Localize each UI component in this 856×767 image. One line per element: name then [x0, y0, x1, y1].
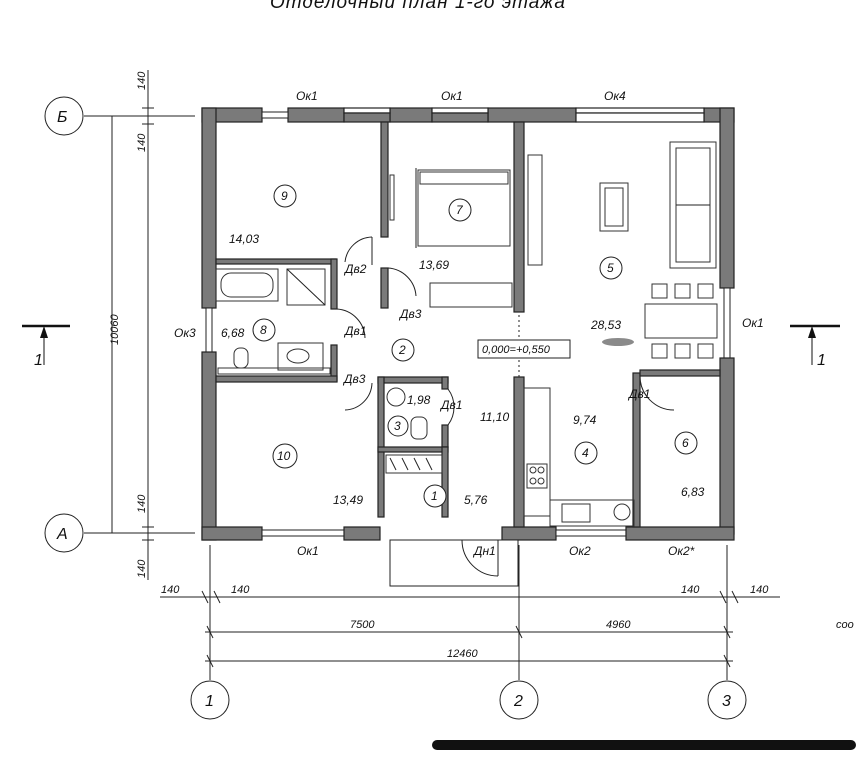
room-6-number: 6: [674, 431, 698, 455]
svg-text:3: 3: [394, 419, 401, 433]
svg-text:Б: Б: [57, 109, 67, 126]
svg-text:140: 140: [750, 584, 769, 596]
room-7-number: 7: [448, 198, 472, 222]
door-dv1-bath: Дв1: [343, 324, 366, 338]
svg-text:3: 3: [722, 693, 731, 710]
room-4-number: 4: [574, 441, 598, 465]
window-labels: Ок1 Ок1 Ок4 Ок3 Ок1 Ок1 Ок2 Ок2*: [174, 89, 764, 558]
svg-text:1: 1: [34, 352, 43, 369]
svg-text:140: 140: [136, 133, 148, 152]
svg-text:1: 1: [205, 693, 214, 710]
door-dv1-room6: Дв1: [627, 387, 650, 401]
room-areas: 14,03 13,69 28,53 6,68 11,10 1,98 13,49 …: [221, 232, 705, 507]
door-dv2: Дв2: [343, 262, 367, 276]
plan-title: Отделочный план 1-го этажа: [270, 0, 566, 13]
window-ok1-bottom: Ок1: [297, 544, 319, 558]
exterior-walls: [201, 107, 735, 541]
axis-bubble-a: А: [44, 513, 84, 553]
door-dv3-hall: Дв3: [342, 372, 366, 386]
svg-text:7500: 7500: [350, 619, 375, 631]
bottom-dimension-chain: 140 140 140 140 7500 4960 12460 соо: [160, 584, 854, 668]
svg-text:140: 140: [136, 494, 148, 513]
entrance-porch: [389, 539, 519, 587]
door-dv3-bedroom: Дв3: [398, 307, 422, 321]
left-dimension-chain: 140 140 10060 140 140: [106, 70, 154, 580]
room-2-number: 2: [391, 338, 415, 362]
side-note: соо: [836, 619, 854, 631]
room-9-number: 9: [273, 184, 297, 208]
interior-walls: [215, 121, 721, 528]
svg-text:10060: 10060: [109, 314, 121, 345]
door-dn1: Дн1: [472, 544, 496, 558]
room-2-area: 11,10: [480, 410, 509, 424]
svg-text:4: 4: [582, 446, 589, 460]
svg-text:9: 9: [281, 189, 288, 203]
door-labels: Дв2 Дв1 Дв3 Дв3 Дв1 Дв1 Дн1: [342, 262, 650, 558]
room-5-number: 5: [599, 256, 623, 280]
window-ok4-top: Ок4: [604, 89, 626, 103]
svg-text:7: 7: [456, 203, 464, 217]
axis-bubble-2: 2: [499, 680, 539, 720]
room-10-number: 10: [272, 443, 298, 469]
room-1-area: 5,76: [464, 493, 488, 507]
svg-text:2: 2: [513, 693, 523, 710]
room-4-area: 9,74: [573, 413, 597, 427]
room-9-area: 14,03: [229, 232, 259, 246]
svg-text:140: 140: [136, 559, 148, 578]
level-mark: 0,000=+0,550: [482, 344, 551, 356]
svg-text:2: 2: [398, 343, 406, 357]
axis-bubble-3: 3: [707, 680, 747, 720]
room-3-area: 1,98: [407, 393, 431, 407]
window-ok1-top-left: Ок1: [296, 89, 318, 103]
axis-bubble-b: Б: [44, 96, 84, 136]
room-5-area: 28,53: [590, 318, 621, 332]
svg-text:10: 10: [277, 449, 291, 463]
door-dv1-wc: Дв1: [439, 398, 462, 412]
svg-text:12460: 12460: [447, 648, 478, 660]
svg-text:6: 6: [682, 436, 689, 450]
window-ok1-right: Ок1: [742, 316, 764, 330]
svg-text:1: 1: [817, 352, 826, 369]
svg-text:1: 1: [431, 489, 438, 503]
svg-text:4960: 4960: [606, 619, 631, 631]
window-ok3-left: Ок3: [174, 326, 196, 340]
window-ok2-star-bottom: Ок2*: [668, 544, 695, 558]
section-mark-left: 1: [22, 324, 70, 369]
section-mark-right: 1: [790, 324, 840, 369]
room-3-number: 3: [387, 415, 409, 437]
svg-text:140: 140: [136, 71, 148, 90]
svg-text:140: 140: [231, 584, 250, 596]
svg-text:140: 140: [681, 584, 700, 596]
door-swings: [336, 236, 675, 577]
window-ok2-bottom: Ок2: [569, 544, 591, 558]
room-numbers: 9 7 5 8 2 3 10 1 4 6: [252, 184, 698, 508]
svg-text:8: 8: [260, 323, 267, 337]
room-10-area: 13,49: [333, 493, 363, 507]
furniture: [215, 141, 718, 527]
svg-text:А: А: [56, 526, 68, 543]
axis-bubble-1: 1: [190, 680, 230, 720]
room-1-number: 1: [423, 484, 447, 508]
room-7-area: 13,69: [419, 258, 449, 272]
svg-text:5: 5: [607, 261, 614, 275]
level-callout: 0,000=+0,550: [477, 338, 634, 359]
room-6-area: 6,83: [681, 485, 705, 499]
window-ok1-top-mid: Ок1: [441, 89, 463, 103]
svg-text:140: 140: [161, 584, 180, 596]
home-indicator: [432, 740, 856, 750]
room-8-area: 6,68: [221, 326, 245, 340]
room-8-number: 8: [252, 318, 276, 342]
